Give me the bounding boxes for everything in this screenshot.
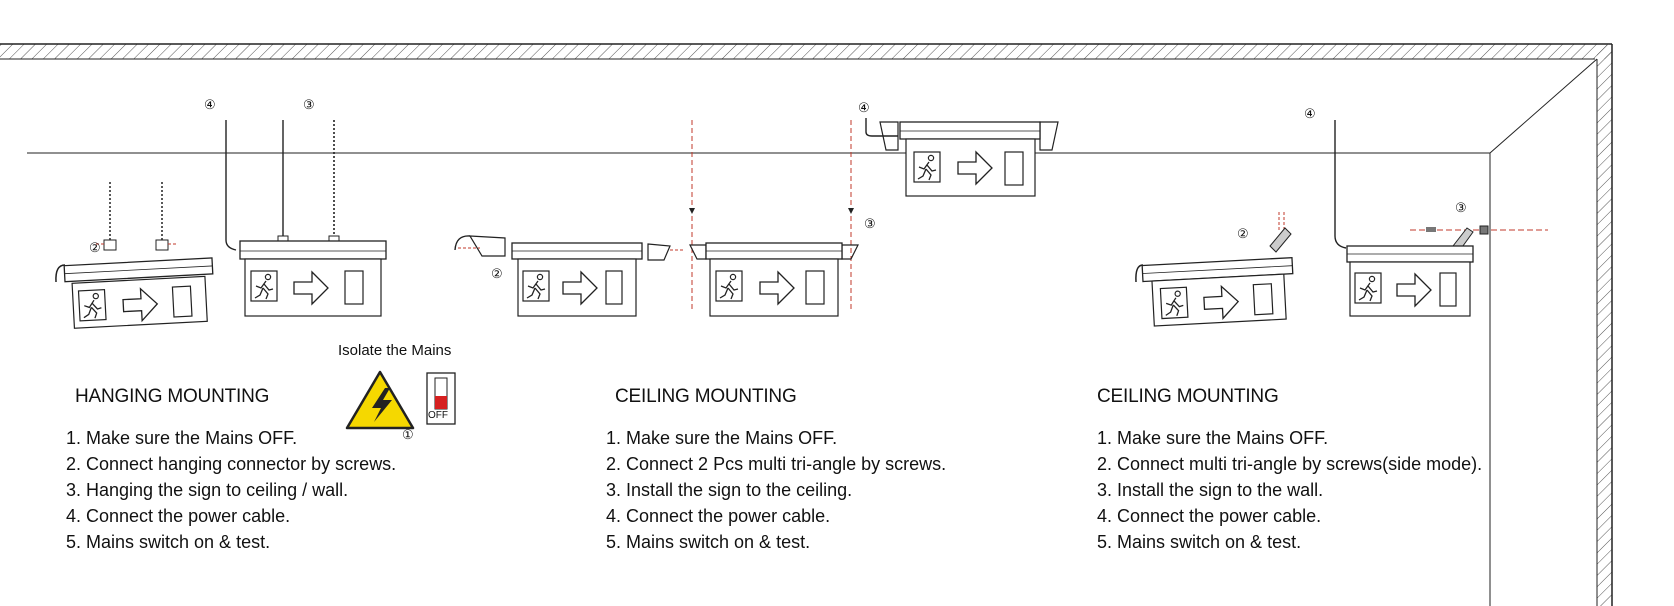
hanging-step-1: 1. Make sure the Mains OFF. [66, 428, 298, 448]
callout-4-hanging: ④ [204, 97, 216, 112]
ceiling-step-1: 1. Make sure the Mains OFF. [606, 428, 838, 448]
ceiling-sign-step3 [689, 120, 859, 317]
side-mounting-title: CEILING MOUNTING [1097, 386, 1279, 407]
ceiling-step-5: 5. Mains switch on & test. [606, 532, 811, 552]
hanging-sign-step3 [225, 120, 387, 317]
warning-triangle-icon [345, 370, 415, 430]
ceiling-sign-step2 [454, 235, 684, 317]
hanging-mounting-steps: 1. Make sure the Mains OFF. 2. Connect h… [66, 425, 396, 555]
callout-1-isolate: ① [402, 427, 414, 442]
wall-hatch [1596, 44, 1613, 606]
hanging-step-2: 2. Connect hanging connector by screws. [66, 454, 397, 474]
callout-2-hanging: ② [89, 240, 101, 255]
callout-3-side: ③ [1455, 200, 1467, 215]
side-step-1: 1. Make sure the Mains OFF. [1097, 428, 1329, 448]
hanging-step-3: 3. Hanging the sign to ceiling / wall. [66, 480, 349, 500]
hanging-sign-step2 [55, 182, 214, 329]
room-lines [27, 58, 1598, 606]
hanging-step-5: 5. Mains switch on & test. [66, 532, 271, 552]
ceiling-step-3: 3. Install the sign to the ceiling. [606, 480, 853, 500]
callout-4-ceiling: ④ [858, 100, 870, 115]
callout-2-side: ② [1237, 226, 1249, 241]
hanging-mounting-title: HANGING MOUNTING [75, 386, 270, 407]
ceiling-step-2: 2. Connect 2 Pcs multi tri-angle by scre… [606, 454, 947, 474]
ceiling-mounting-title: CEILING MOUNTING [615, 386, 797, 407]
side-step-3: 3. Install the sign to the wall. [1097, 480, 1324, 500]
ceiling-sign-step4 [865, 118, 1059, 197]
callout-2-ceiling: ② [491, 266, 503, 281]
side-step-5: 5. Mains switch on & test. [1097, 532, 1302, 552]
hanging-step-4: 4. Connect the power cable. [66, 506, 291, 526]
ceiling-step-4: 4. Connect the power cable. [606, 506, 831, 526]
ceiling-hatch [0, 43, 1612, 60]
side-step-2: 2. Connect multi tri-angle by screws(sid… [1097, 454, 1483, 474]
side-mounting-steps: 1. Make sure the Mains OFF. 2. Connect m… [1097, 425, 1482, 555]
ceiling-mounting-steps: 1. Make sure the Mains OFF. 2. Connect 2… [606, 425, 946, 555]
callout-4-side: ④ [1304, 106, 1316, 121]
callout-3-ceiling: ③ [864, 216, 876, 231]
mains-switch-icon [426, 372, 456, 425]
callout-3-hanging: ③ [303, 97, 315, 112]
isolate-mains-label: Isolate the Mains [338, 342, 452, 359]
side-sign-step2 [1135, 212, 1294, 327]
side-step-4: 4. Connect the power cable. [1097, 506, 1322, 526]
switch-off-label: OFF [428, 410, 448, 421]
side-sign-step3 [1334, 120, 1548, 317]
